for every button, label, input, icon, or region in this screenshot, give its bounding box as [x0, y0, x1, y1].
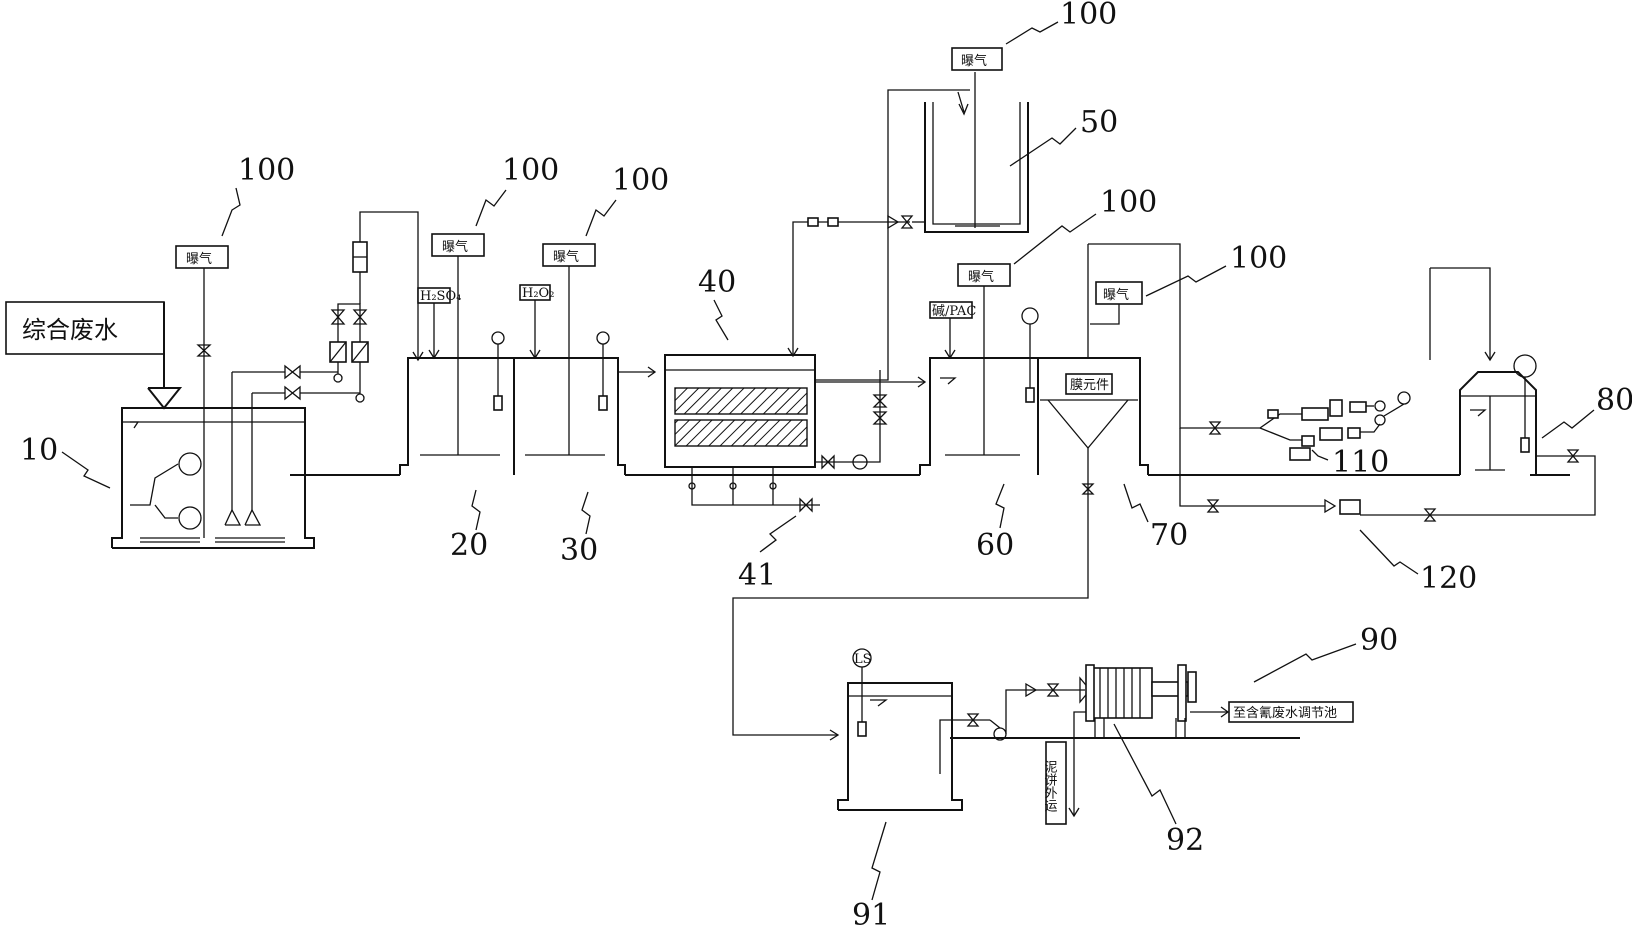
label-92: 92 [1166, 823, 1204, 858]
label-60: 60 [976, 528, 1014, 563]
label-80: 80 [1596, 383, 1632, 418]
aeration-label-30: 曝气 [553, 249, 579, 265]
h2o2-label: H₂O₂ [522, 286, 554, 301]
aeration-70: 曝气 100 [1090, 241, 1287, 325]
aeration-10: 曝气 100 [175, 153, 295, 538]
pipe-40-50 [787, 89, 970, 381]
aeration-label: 曝气 [186, 251, 212, 267]
label-41: 41 [738, 558, 776, 593]
alkali-pac-label: 碱/PAC [932, 304, 976, 319]
aeration-60: 曝气 100 [957, 185, 1157, 455]
aeration-label-60: 曝气 [968, 269, 994, 285]
aeration-50: 曝气 100 [951, 0, 1117, 71]
label-40: 40 [698, 265, 736, 300]
aeration-label-50: 曝气 [961, 53, 987, 69]
aeration-20: 曝气 100 [431, 153, 559, 455]
h2so4-label: H₂SO₄ [420, 289, 461, 304]
tank-40: 40 41 [664, 265, 888, 593]
aeration-label-70: 曝气 [1103, 287, 1129, 303]
tank-20: H₂SO₄ 20 [399, 287, 515, 563]
tank-50: 50 [924, 72, 1118, 233]
tank-80: 80 [1425, 354, 1632, 516]
input-arrow: 综合废水 [5, 301, 183, 410]
tank-91: LS 91 [837, 648, 1007, 933]
ground-lines [290, 474, 1570, 739]
label-50: 50 [1080, 105, 1118, 140]
label-90: 90 [1360, 623, 1398, 658]
label-110: 110 [1332, 445, 1389, 480]
label-100-60: 100 [1100, 185, 1157, 220]
label-100-20: 100 [502, 153, 559, 188]
tank-10: 10 [20, 372, 315, 549]
level-switch-label: LS [854, 652, 872, 667]
tank-30: H₂O₂ 30 [513, 284, 657, 568]
label-100: 100 [238, 153, 295, 188]
label-100-30: 100 [612, 163, 669, 198]
tank-60: 碱/PAC 60 [815, 301, 1039, 563]
label-91: 91 [852, 898, 890, 933]
aeration-30: 曝气 100 [542, 163, 669, 455]
destination-label: 至含氰废水调节池 [1233, 705, 1337, 721]
label-20: 20 [450, 528, 488, 563]
pump-lines-10 [232, 211, 424, 403]
label-10: 10 [20, 433, 58, 468]
label-120: 120 [1420, 561, 1477, 596]
label-70: 70 [1150, 518, 1188, 553]
tank-70: 膜元件 70 [732, 243, 1200, 741]
label-100-50: 100 [1060, 0, 1117, 32]
input-label: 综合废水 [22, 316, 118, 344]
aeration-label-20: 曝气 [442, 239, 468, 255]
sludge-label: 泥饼外运 [1042, 760, 1058, 813]
label-30: 30 [560, 533, 598, 568]
unit-120: 120 [1179, 428, 1477, 596]
filter-press-92: 至含氰废水调节池 泥饼外运 92 90 [1005, 623, 1398, 858]
label-100-70: 100 [1230, 241, 1287, 276]
unit-110: 110 [1200, 267, 1496, 480]
membrane-label: 膜元件 [1070, 378, 1109, 393]
